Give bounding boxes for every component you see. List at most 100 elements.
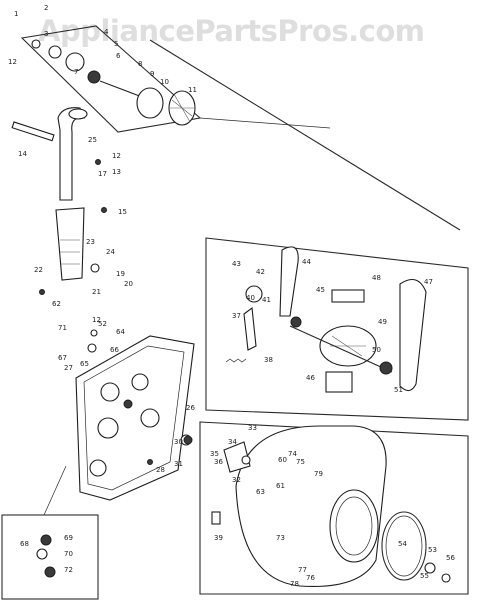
motor-pulley bbox=[379, 361, 393, 375]
motor-box-group bbox=[205, 237, 469, 421]
blower-nut bbox=[31, 39, 41, 49]
callout-52: 52 bbox=[98, 320, 107, 328]
callout-61: 61 bbox=[276, 482, 285, 490]
callout-21: 21 bbox=[92, 288, 101, 296]
callout-74: 74 bbox=[288, 450, 297, 458]
callout-32: 32 bbox=[232, 476, 241, 484]
callout-43: 43 bbox=[232, 260, 241, 268]
callout-6: 6 bbox=[116, 52, 121, 60]
callout-34: 34 bbox=[228, 438, 237, 446]
callout-75: 75 bbox=[296, 458, 305, 466]
callout-66: 66 bbox=[110, 346, 119, 354]
blower-leader-line bbox=[199, 117, 331, 129]
callout-55: 55 bbox=[420, 572, 429, 580]
bulkhead-hole bbox=[97, 417, 119, 439]
callout-2: 2 bbox=[44, 4, 48, 12]
callout-35: 35 bbox=[210, 450, 219, 458]
inset-part bbox=[44, 566, 56, 578]
bulkhead-inner bbox=[83, 345, 185, 491]
callout-67: 67 bbox=[58, 354, 67, 362]
rear-bearing bbox=[241, 455, 251, 465]
duct-screw bbox=[101, 207, 107, 213]
callout-38: 38 bbox=[264, 356, 273, 364]
drum-seal-inner bbox=[385, 515, 423, 577]
callout-8: 8 bbox=[138, 60, 142, 68]
callout-41: 41 bbox=[262, 296, 271, 304]
motor-box-outline bbox=[205, 237, 469, 421]
rear-drum-bracket bbox=[223, 441, 251, 473]
callout-19: 19 bbox=[116, 270, 125, 278]
callout-40: 40 bbox=[246, 294, 255, 302]
callout-17: 17 bbox=[98, 170, 107, 178]
callout-labels: 1 2 3 4 5 6 7 8 9 10 11 12 12 12 13 14 1… bbox=[8, 4, 455, 588]
drum-opening-inner bbox=[335, 496, 373, 556]
drum-baffle bbox=[211, 511, 221, 525]
callout-11: 11 bbox=[188, 86, 197, 94]
callout-33: 33 bbox=[248, 424, 257, 432]
callout-72: 72 bbox=[64, 566, 73, 574]
callout-27: 27 bbox=[64, 364, 73, 372]
callout-9: 9 bbox=[150, 70, 154, 78]
callout-53: 53 bbox=[428, 546, 437, 554]
callout-39: 39 bbox=[214, 534, 223, 542]
drum-box-outline bbox=[199, 421, 469, 595]
callout-20: 20 bbox=[124, 280, 133, 288]
callout-65: 65 bbox=[80, 360, 89, 368]
drive-belt-small bbox=[279, 246, 299, 317]
callout-79: 79 bbox=[314, 470, 323, 478]
bulkhead-center bbox=[123, 399, 133, 409]
inset-part bbox=[40, 534, 52, 546]
callout-37: 37 bbox=[232, 312, 241, 320]
callout-23: 23 bbox=[86, 238, 95, 246]
callout-45: 45 bbox=[316, 286, 325, 294]
thermostat-part bbox=[87, 343, 97, 353]
bulkhead-hole bbox=[89, 459, 107, 477]
blower-disc bbox=[136, 87, 164, 119]
callout-1: 1 bbox=[14, 10, 18, 18]
drum-glide bbox=[441, 573, 451, 583]
idler-arm bbox=[243, 306, 257, 351]
inset-box-group bbox=[1, 514, 99, 600]
drum-opening bbox=[329, 489, 379, 563]
duct-assembly-group bbox=[11, 107, 107, 295]
callout-24: 24 bbox=[106, 248, 115, 256]
callout-44: 44 bbox=[302, 258, 311, 266]
bulkhead-group bbox=[43, 329, 195, 516]
inset-part bbox=[36, 548, 48, 560]
callout-3: 3 bbox=[44, 30, 48, 38]
drum-group bbox=[183, 421, 469, 595]
callout-64: 64 bbox=[116, 328, 125, 336]
duct-screw bbox=[95, 159, 101, 165]
blower-assembly-group bbox=[20, 25, 461, 231]
exhaust-bracket bbox=[11, 121, 55, 142]
callout-46: 46 bbox=[306, 374, 315, 382]
callout-5: 5 bbox=[114, 40, 118, 48]
callout-30: 30 bbox=[174, 438, 183, 446]
bulkhead-leader bbox=[43, 465, 67, 516]
thermostat-part bbox=[90, 329, 98, 337]
callout-7: 7 bbox=[74, 68, 78, 76]
blower-washer bbox=[48, 45, 62, 59]
callout-12: 12 bbox=[112, 152, 121, 160]
diagonal-rule-top bbox=[149, 39, 461, 231]
callout-49: 49 bbox=[378, 318, 387, 326]
callout-28: 28 bbox=[156, 466, 165, 474]
drum-seal bbox=[381, 511, 427, 581]
callout-68: 68 bbox=[20, 540, 29, 548]
callout-12: 12 bbox=[8, 58, 17, 66]
callout-71: 71 bbox=[58, 324, 67, 332]
inset-box bbox=[1, 514, 99, 600]
callout-13: 13 bbox=[112, 168, 121, 176]
callout-77: 77 bbox=[298, 566, 307, 574]
callout-22: 22 bbox=[34, 266, 43, 274]
drum-roller bbox=[183, 435, 193, 445]
callout-56: 56 bbox=[446, 554, 455, 562]
motor-clamp bbox=[325, 371, 353, 393]
callout-63: 63 bbox=[256, 488, 265, 496]
callout-76: 76 bbox=[306, 574, 315, 582]
callout-62: 62 bbox=[52, 300, 61, 308]
callout-4: 4 bbox=[104, 28, 109, 36]
callout-78: 78 bbox=[290, 580, 299, 588]
bulkhead-panel bbox=[75, 335, 195, 501]
